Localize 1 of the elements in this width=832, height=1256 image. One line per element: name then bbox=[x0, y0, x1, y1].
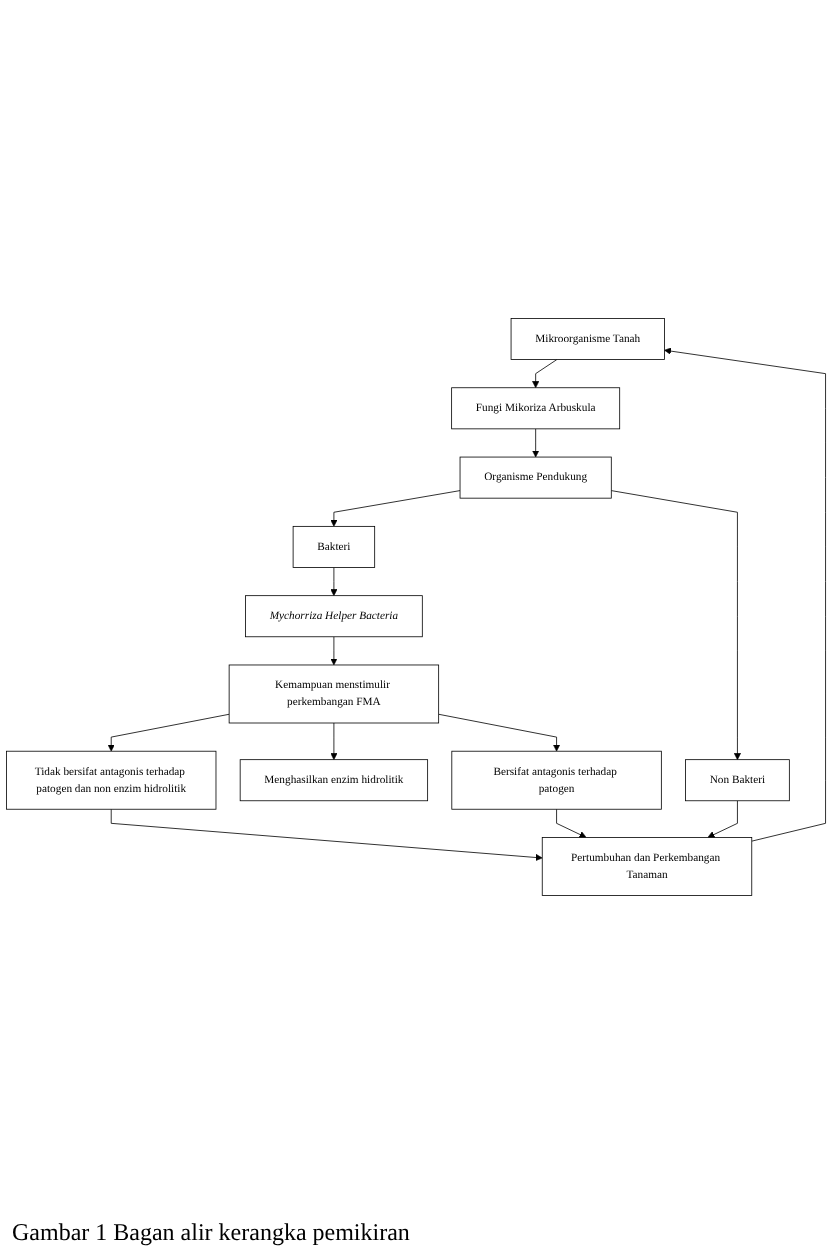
figure-caption: Gambar 1 Bagan alir kerangka pemikiran bbox=[10, 1216, 412, 1250]
